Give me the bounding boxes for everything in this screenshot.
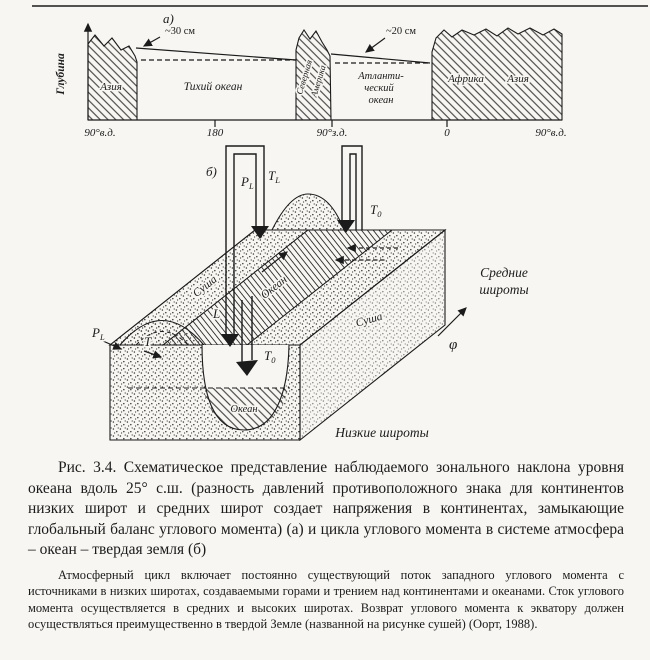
dome-inner-dashed-arc [135, 331, 189, 346]
basin-flux-arrowhead [236, 360, 258, 376]
pipe-left-down-arrowhead [221, 334, 239, 347]
panel-b-momentum-cycle: б) [89, 145, 529, 442]
figure-note-paragraph: Атмосферный цикл включает постоянно суще… [28, 568, 624, 631]
symbol-ocean-torque-basin: T0 [264, 348, 276, 365]
pipe-right-down-arrowhead [337, 220, 355, 233]
label-asia-right: Азия [506, 73, 529, 85]
phi-latitude-arrow [437, 307, 467, 337]
label-low-latitudes: Низкие широты [334, 425, 429, 440]
ocean-basin-outline [201, 344, 290, 431]
xtick-90e-left: 90°в.д. [84, 127, 115, 139]
xtick-0: 0 [444, 127, 450, 139]
annotation-20cm: ~20 см [386, 26, 416, 37]
pacific-sea-surface [135, 47, 297, 61]
low-lat-pressure-arrow [102, 340, 123, 350]
xtick-90w: 90°з.д. [317, 127, 348, 139]
panel-a-cross-section: а) Глубина ~30 см ~20 см Азия Тихий океа… [55, 11, 567, 139]
symbol-friction-torque-mid: TL [268, 168, 280, 185]
label-mid-latitudes-2: широты [479, 282, 528, 297]
annotation-30cm: ~30 см [165, 26, 195, 37]
xtick-180: 180 [207, 127, 224, 139]
pipe-left-outer [225, 145, 265, 336]
continent-africa-asia [431, 27, 563, 121]
symbol-friction-torque-low: T [144, 334, 152, 349]
label-africa: Африка [447, 73, 484, 85]
pipe-left-ocean-arrowhead [251, 226, 269, 239]
label-atlantic-3: океан [369, 95, 394, 106]
symbol-pressure-torque-mid: PL [240, 174, 254, 191]
label-asia-left: Азия [99, 81, 122, 93]
label-pacific-ocean: Тихий океан [184, 80, 243, 93]
figure-caption: Рис. 3.4. Схематическое представление на… [28, 459, 624, 559]
label-mid-latitudes-1: Средние [480, 265, 528, 280]
continent-asia-left [87, 34, 138, 121]
annotation-arrow-20cm [365, 37, 386, 53]
annotation-arrow-30cm [142, 36, 161, 47]
atlantic-sea-surface [330, 53, 431, 64]
panel-a-label: а) [163, 11, 174, 26]
xtick-90e-right: 90°в.д. [535, 127, 566, 139]
channel-flow-arrow [261, 251, 288, 273]
low-lat-friction-arrow [143, 350, 163, 359]
label-phi: φ [449, 337, 457, 353]
continent-north-america [295, 28, 332, 121]
pipe-right-inner [349, 153, 357, 230]
pipe-right-outer [341, 145, 363, 230]
symbol-ocean-torque-top: T0 [370, 202, 382, 219]
label-ocean-basin: Океан [230, 404, 257, 415]
depth-axis-label: Глубина [55, 53, 67, 96]
symbol-pressure-torque-low: PL [91, 325, 105, 342]
label-atlantic-2: ческий [364, 83, 394, 94]
pipe-left-inner [233, 153, 257, 336]
front-land-dome [118, 320, 206, 346]
ocean-basin-water [203, 388, 288, 430]
figure-3-4-diagram: а) Глубина ~30 см ~20 см Азия Тихий океа… [32, 5, 648, 442]
back-mountain-mound [271, 193, 345, 231]
panel-b-label: б) [206, 164, 217, 179]
label-atlantic-1: Атланти- [357, 71, 404, 82]
symbol-l-angular-momentum: L [212, 306, 220, 321]
